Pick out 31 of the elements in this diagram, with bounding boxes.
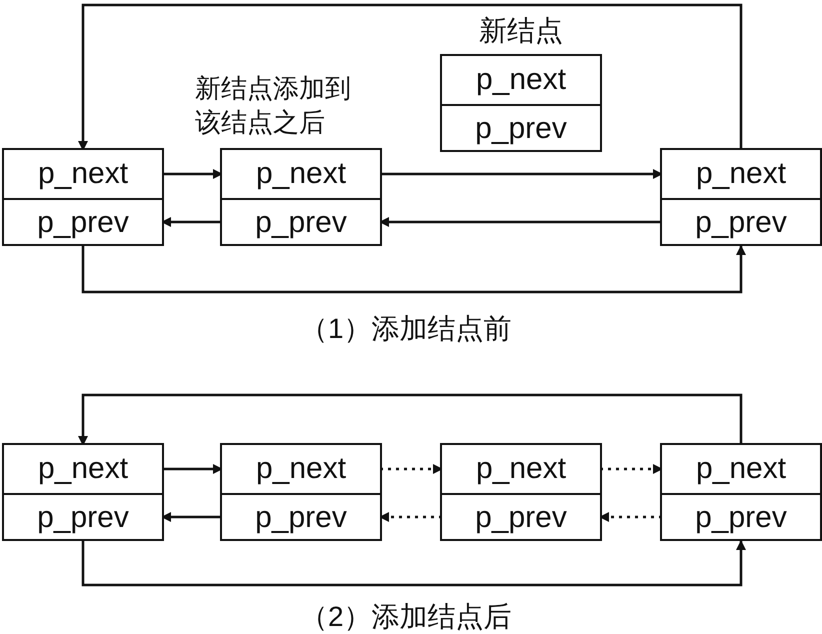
pointer-field: p_prev	[442, 493, 600, 541]
pointer-field: p_next	[4, 445, 162, 493]
list-node-box	[660, 443, 822, 541]
pointer-field: p_prev	[662, 493, 820, 541]
list-node-box	[660, 148, 822, 246]
list-node-box	[220, 148, 382, 246]
annotation-text: 新结点添加到该结点之后	[195, 72, 352, 139]
list-node-box	[2, 148, 164, 246]
pointer-field: p_next	[662, 445, 820, 493]
pointer-field: p_prev	[4, 198, 162, 246]
list-node-box	[220, 443, 382, 541]
arrow	[78, 394, 742, 446]
arrow	[82, 245, 746, 294]
node-heading: 新结点	[478, 14, 564, 48]
pointer-field: p_next	[662, 150, 820, 198]
pointer-field: p_prev	[442, 104, 600, 152]
list-node-box	[2, 443, 164, 541]
pointer-field: p_prev	[222, 493, 380, 541]
pointer-field: p_prev	[662, 198, 820, 246]
arrow	[78, 4, 742, 151]
arrow	[82, 540, 746, 586]
pointer-field: p_prev	[4, 493, 162, 541]
pointer-field: p_next	[4, 150, 162, 198]
caption: （1）添加结点前	[300, 312, 512, 346]
pointer-field: p_next	[222, 445, 380, 493]
pointer-field: p_next	[442, 445, 600, 493]
pointer-field: p_next	[442, 56, 600, 104]
pointer-field: p_next	[222, 150, 380, 198]
list-node-box	[440, 443, 602, 541]
pointer-field: p_prev	[222, 198, 380, 246]
caption: （2）添加结点后	[300, 600, 512, 634]
